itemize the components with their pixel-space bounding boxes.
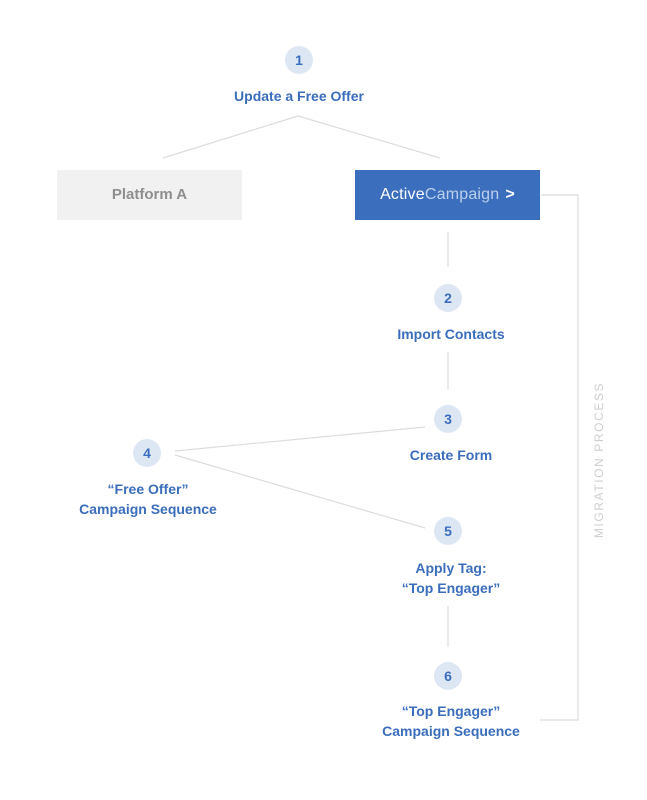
step-4-label-line2: Campaign Sequence [79, 501, 217, 517]
connector-1-to-platform-a [162, 115, 299, 159]
step-2-badge: 2 [434, 284, 462, 312]
connector-3-to-4 [174, 426, 426, 452]
step-1-badge: 1 [285, 46, 313, 74]
step-1-label: Update a Free Offer [234, 88, 364, 104]
activecampaign-word-campaign: Campaign [424, 186, 500, 203]
step-6-badge: 6 [434, 662, 462, 690]
activecampaign-word-active: Active [380, 186, 425, 203]
platform-a-box: Platform A [57, 170, 242, 220]
activecampaign-box: ActiveCampaign > [355, 170, 540, 220]
step-6-label-line2: Campaign Sequence [382, 723, 520, 739]
step-2-label: Import Contacts [397, 326, 505, 342]
migration-bracket [540, 194, 579, 721]
step-6-label-line1: “Top Engager” [401, 703, 501, 719]
step-5-label-line1: Apply Tag: [415, 560, 487, 576]
activecampaign-chevron-icon: > [505, 186, 515, 203]
step-5-badge: 5 [434, 517, 462, 545]
step-5-label-line2: “Top Engager” [401, 580, 501, 596]
connector-4-to-5 [174, 454, 426, 529]
connector-1-to-activecampaign [297, 115, 441, 159]
step-4-label-line1: “Free Offer” [107, 481, 189, 497]
step-3-badge: 3 [434, 405, 462, 433]
migration-process-label: MIGRATION PROCESS [592, 381, 606, 539]
step-4-badge: 4 [133, 439, 161, 467]
step-3-label: Create Form [409, 447, 493, 463]
